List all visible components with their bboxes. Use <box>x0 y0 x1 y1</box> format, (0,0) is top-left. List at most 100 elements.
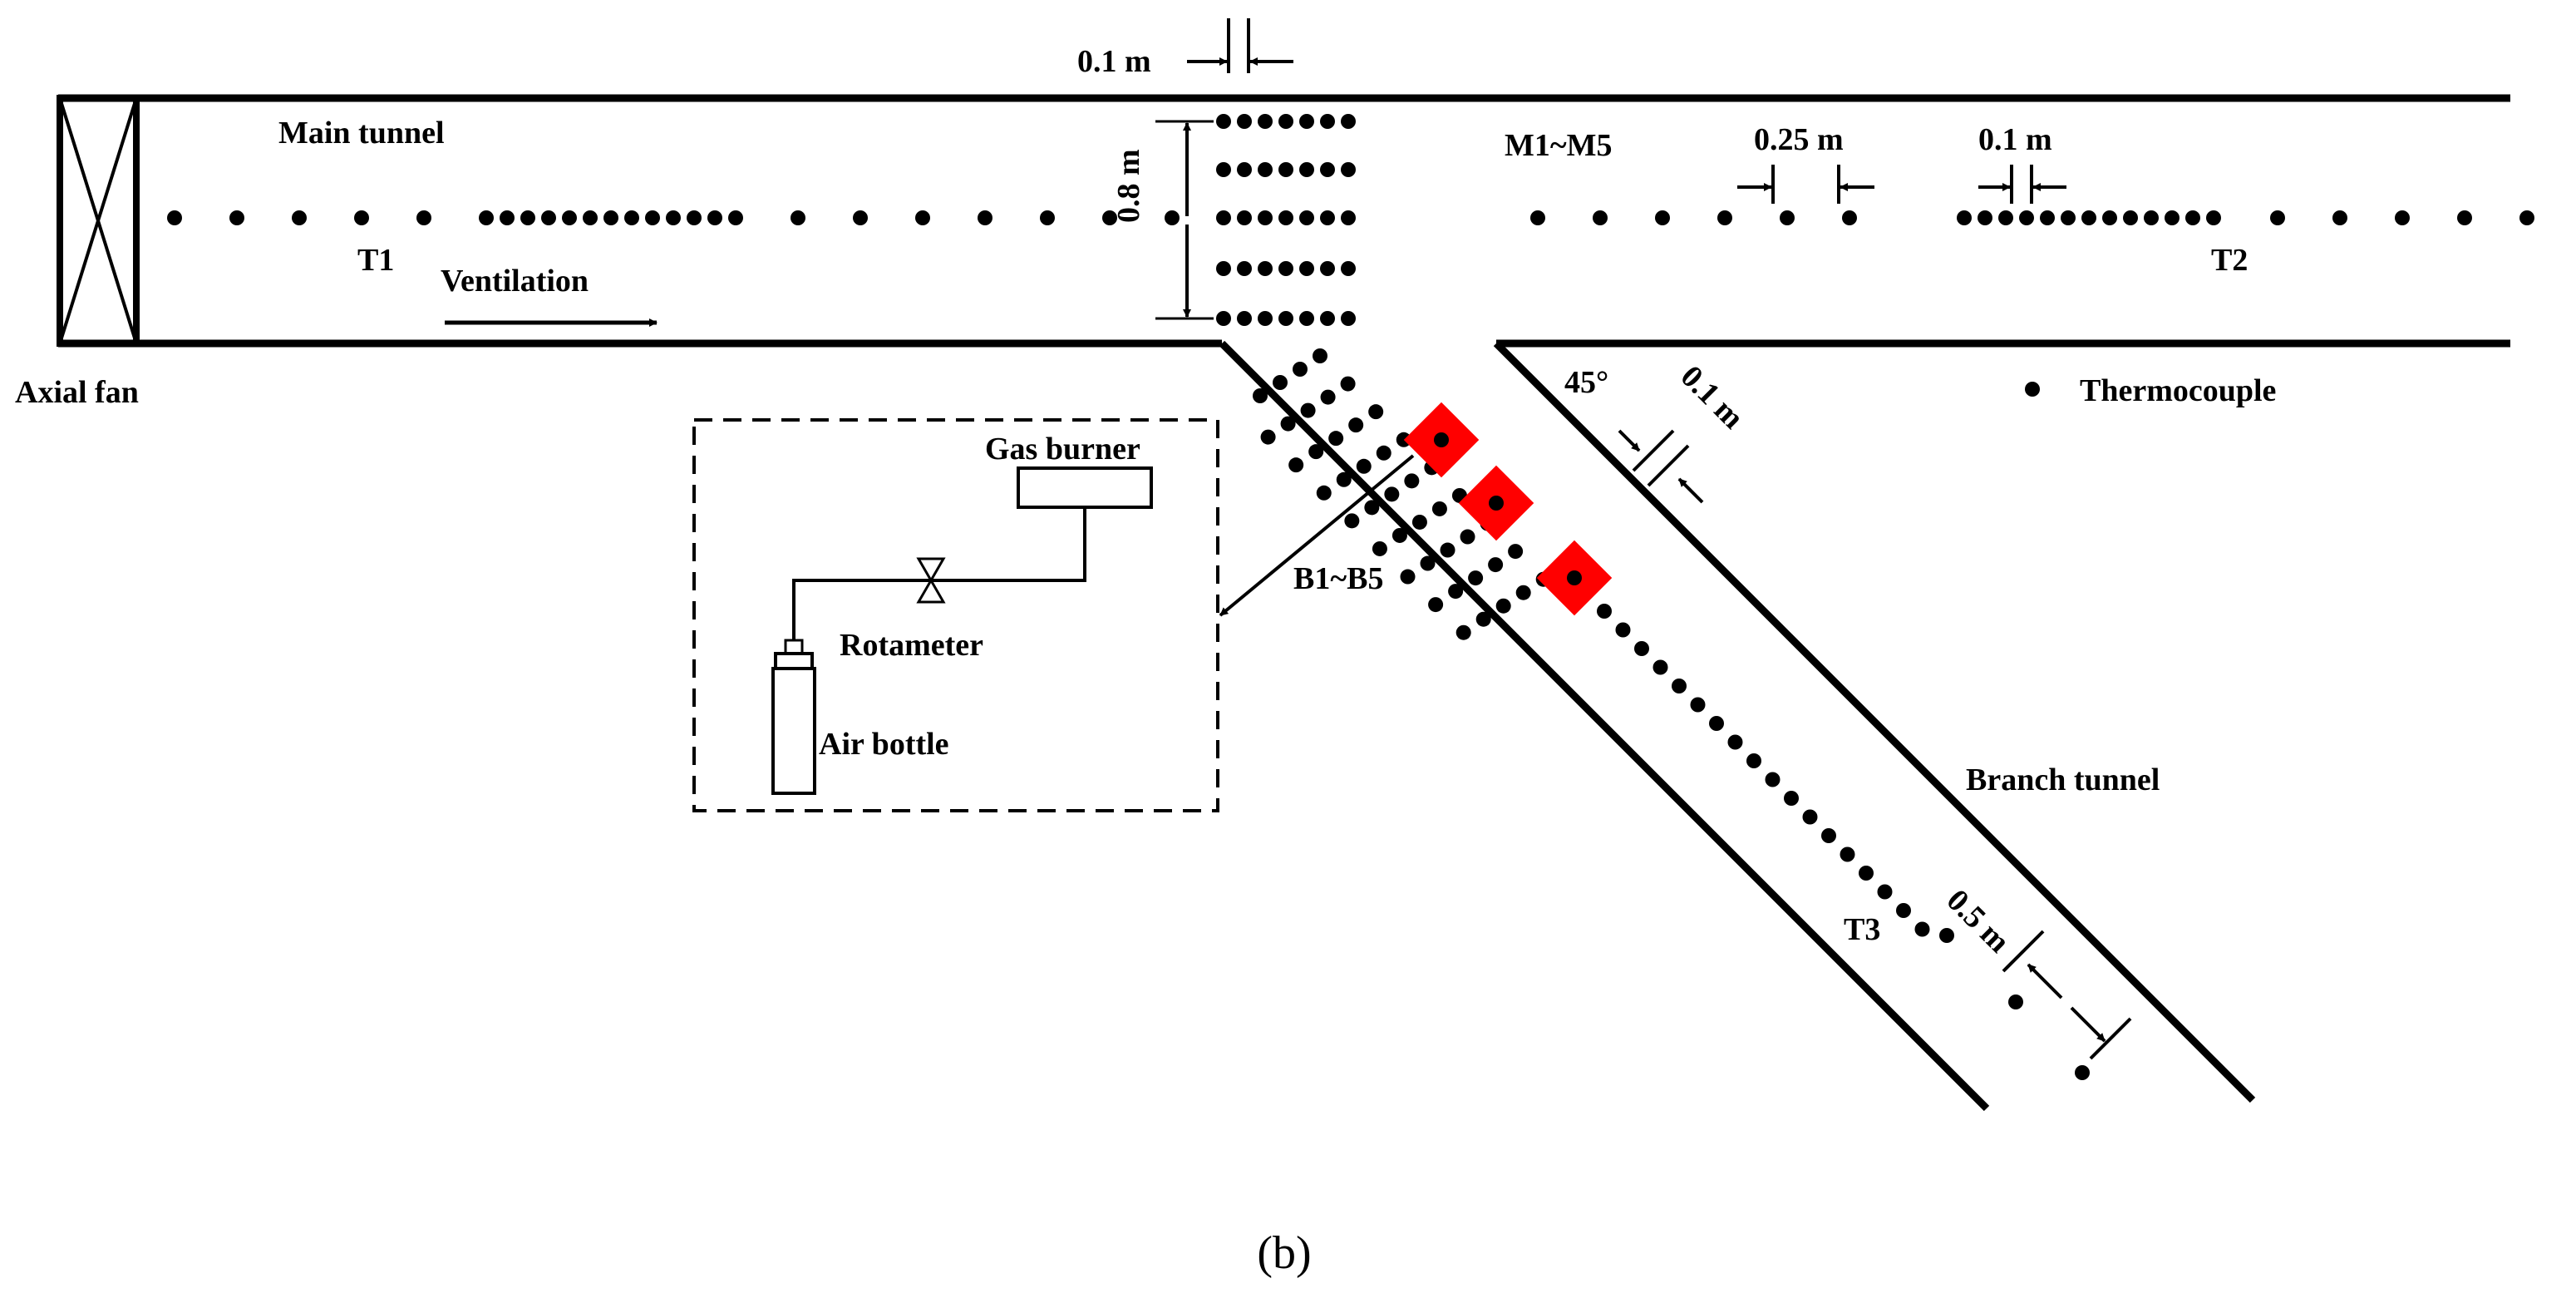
thermocouple-branch <box>1340 376 1356 392</box>
thermocouple-main <box>1593 210 1608 225</box>
thermocouple-branch <box>1344 513 1360 529</box>
thermocouple-branch-center <box>1615 622 1631 638</box>
thermocouple-main <box>2332 210 2347 225</box>
thermocouple-grid <box>1341 162 1356 177</box>
thermocouple-fire <box>1489 496 1504 511</box>
thermocouple-main <box>1655 210 1670 225</box>
gas-burner-icon <box>1017 466 1153 509</box>
main-tunnel-thermocouples <box>167 210 2534 225</box>
thermocouple-grid <box>1278 210 1293 225</box>
branch-tunnel-left-wall <box>1219 340 1990 1112</box>
thermocouple-main <box>1957 210 1972 225</box>
thermocouple-branch-center <box>1840 846 1855 862</box>
dim-branch-wide <box>2002 930 2132 1060</box>
t3-label: T3 <box>1844 912 1880 947</box>
t2-label: T2 <box>2211 243 2248 278</box>
thermocouple-branch <box>1356 458 1372 474</box>
thermocouple-main <box>2102 210 2117 225</box>
thermocouple-main <box>1040 210 1055 225</box>
thermocouple-main <box>624 210 639 225</box>
thermocouple-main <box>687 210 702 225</box>
thermocouple-main <box>1998 210 2013 225</box>
dim-top-spacing-label: 0.1 m <box>1077 44 1151 79</box>
thermocouple-grid <box>1278 311 1293 326</box>
thermocouple-branch <box>1308 444 1324 460</box>
thermocouple-main <box>2123 210 2138 225</box>
thermocouple-branch <box>1336 471 1352 487</box>
thermocouple-branch <box>1428 597 1444 613</box>
thermocouple-branch-center <box>1690 697 1706 713</box>
b1-b5-label: B1~B5 <box>1293 561 1383 596</box>
figure-caption: (b) <box>1257 1227 1311 1279</box>
gas-burner-label: Gas burner <box>985 432 1140 466</box>
thermocouple-main <box>603 210 618 225</box>
thermocouple-main <box>1102 210 1117 225</box>
thermocouple-main <box>978 210 992 225</box>
thermocouple-branch-center <box>1877 884 1893 900</box>
b1-b5-pointer-arrow <box>1219 454 1415 617</box>
thermocouple-main <box>541 210 556 225</box>
thermocouple-main <box>1978 210 1992 225</box>
thermocouple-main <box>1842 210 1857 225</box>
dim-branch-spacing <box>1618 429 1704 504</box>
thermocouple-branch <box>1293 362 1308 377</box>
thermocouple-grid <box>1278 162 1293 177</box>
branch-thermocouple-grid <box>1253 348 2090 1080</box>
thermocouple-main <box>354 210 369 225</box>
thermocouple-branch <box>1475 611 1491 627</box>
thermocouple-main <box>500 210 515 225</box>
thermocouple-branch <box>1440 542 1455 558</box>
thermocouple-legend-dot <box>2025 382 2040 397</box>
thermocouple-main <box>2144 210 2159 225</box>
thermocouple-main <box>915 210 930 225</box>
thermocouple-main <box>416 210 431 225</box>
air-bottle-icon <box>771 639 816 795</box>
thermocouple-branch <box>1288 457 1304 473</box>
thermocouple-main <box>1780 210 1795 225</box>
thermocouple-branch-center <box>1597 604 1612 619</box>
thermocouple-grid <box>1216 162 1231 177</box>
thermocouple-main <box>2081 210 2096 225</box>
thermocouple-branch-center <box>1709 716 1724 731</box>
thermocouple-branch <box>1488 557 1504 573</box>
dim-main-wide <box>1737 165 1874 204</box>
dim-branch-wide-label: 0.5 m <box>1940 883 2017 960</box>
axial-fan-label: Axial fan <box>15 375 139 410</box>
thermocouple-grid <box>1320 261 1335 276</box>
thermocouple-grid <box>1216 311 1231 326</box>
thermocouple-main <box>2519 210 2534 225</box>
thermocouple-main <box>2270 210 2285 225</box>
thermocouple-grid <box>1258 210 1273 225</box>
thermocouple-branch <box>1384 486 1400 502</box>
thermocouple-grid <box>1237 311 1252 326</box>
air-bottle-label: Air bottle <box>819 727 949 762</box>
thermocouple-main <box>645 210 660 225</box>
thermocouple-main <box>292 210 307 225</box>
thermocouple-branch-center <box>1914 921 1930 937</box>
thermocouple-grid <box>1299 261 1314 276</box>
t1-label: T1 <box>357 243 394 278</box>
thermocouple-main <box>791 210 805 225</box>
dim-main-narrow-label: 0.1 m <box>1978 122 2052 157</box>
axial-fan-icon <box>57 95 140 347</box>
angle-label: 45° <box>1564 365 1608 400</box>
dim-height-label: 0.8 m <box>1111 149 1146 223</box>
thermocouple-branch <box>1391 527 1407 543</box>
thermocouple-main <box>853 210 868 225</box>
thermocouple-branch <box>1420 555 1436 571</box>
thermocouple-grid <box>1216 210 1231 225</box>
m1-m5-label: M1~M5 <box>1505 128 1613 163</box>
thermocouple-branch-center <box>1802 809 1818 825</box>
thermocouple-branch-center <box>1859 866 1874 881</box>
thermocouple-fire <box>1567 570 1582 585</box>
thermocouple-main <box>1530 210 1545 225</box>
branch-tunnel-label: Branch tunnel <box>1966 763 2160 797</box>
thermocouple-grid <box>1216 261 1231 276</box>
thermocouple-main <box>2185 210 2200 225</box>
thermocouple-branch-wide <box>2075 1065 2090 1080</box>
thermocouple-branch <box>1404 473 1420 489</box>
thermocouple-grid <box>1258 311 1273 326</box>
thermocouple-grid <box>1237 210 1252 225</box>
thermocouple-branch-center <box>1784 791 1799 806</box>
